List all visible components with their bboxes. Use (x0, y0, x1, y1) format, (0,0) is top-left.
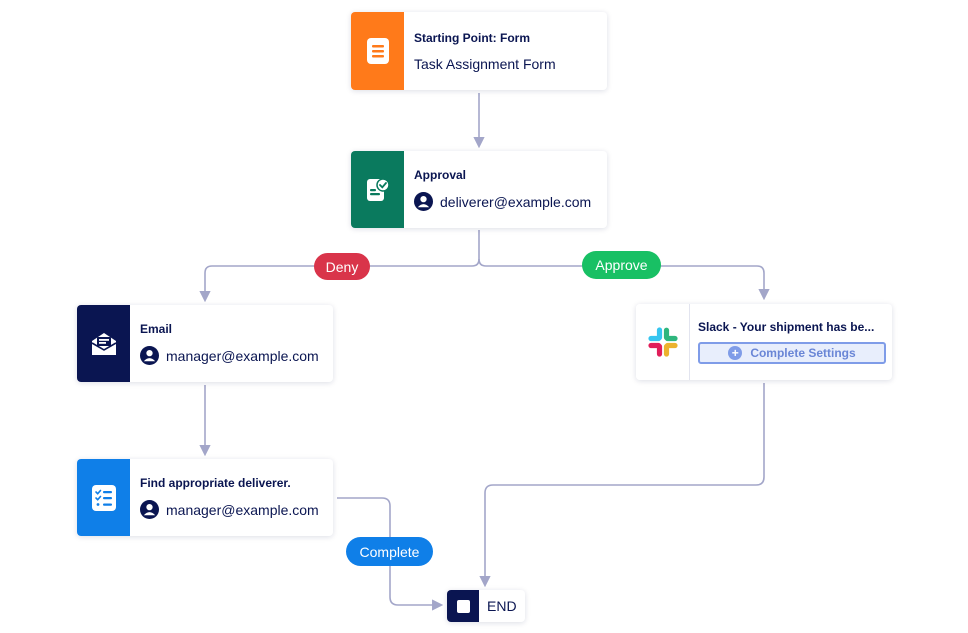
task-node[interactable]: Find appropriate deliverer. manager@exam… (77, 459, 333, 536)
approval-assignee-email: deliverer@example.com (440, 193, 592, 210)
email-icon-box (77, 305, 130, 382)
email-assignee: manager@example.com (140, 346, 319, 365)
slack-icon (647, 327, 678, 357)
approval-icon (366, 177, 390, 201)
plus-icon: + (728, 346, 743, 360)
complete-settings-button[interactable]: + Complete Settings (698, 342, 886, 364)
approval-icon-box (351, 151, 404, 228)
end-node[interactable]: END (447, 590, 525, 622)
start-node-form-name: Task Assignment Form (414, 55, 556, 72)
user-avatar-icon (140, 500, 159, 519)
user-avatar-icon (140, 346, 159, 365)
connector-approval-slack (478, 258, 770, 301)
start-node-title: Starting Point: Form (414, 30, 530, 45)
approve-branch-label[interactable]: Approve (582, 251, 661, 279)
task-node-title: Find appropriate deliverer. (140, 476, 291, 490)
slack-node-title: Slack - Your shipment has be... (698, 320, 875, 334)
deny-branch-label[interactable]: Deny (314, 253, 370, 280)
approval-assignee: deliverer@example.com (414, 192, 591, 211)
start-form-node[interactable]: Starting Point: Form Task Assignment For… (351, 12, 607, 90)
complete-settings-label: Complete Settings (750, 346, 856, 360)
email-node[interactable]: Email manager@example.com (77, 305, 333, 382)
slack-node[interactable]: Slack - Your shipment has be... + Comple… (636, 304, 892, 380)
end-icon-box (447, 590, 479, 622)
approval-node[interactable]: Approval deliverer@example.com (351, 151, 607, 228)
task-assignee: manager@example.com (140, 500, 319, 519)
approval-node-title: Approval (414, 168, 467, 182)
slack-icon-box (636, 304, 690, 380)
task-list-icon (91, 484, 116, 511)
connector-slack-end (479, 383, 765, 588)
stop-icon (456, 599, 470, 613)
email-assignee-email: manager@example.com (166, 347, 319, 364)
task-assignee-email: manager@example.com (166, 501, 319, 518)
task-icon-box (77, 459, 130, 536)
user-avatar-icon (414, 192, 433, 211)
email-icon (91, 332, 116, 355)
email-node-title: Email (140, 322, 173, 336)
end-label: END (487, 598, 517, 614)
form-icon-box (351, 12, 404, 90)
complete-branch-label[interactable]: Complete (346, 537, 433, 566)
form-icon (366, 38, 389, 64)
